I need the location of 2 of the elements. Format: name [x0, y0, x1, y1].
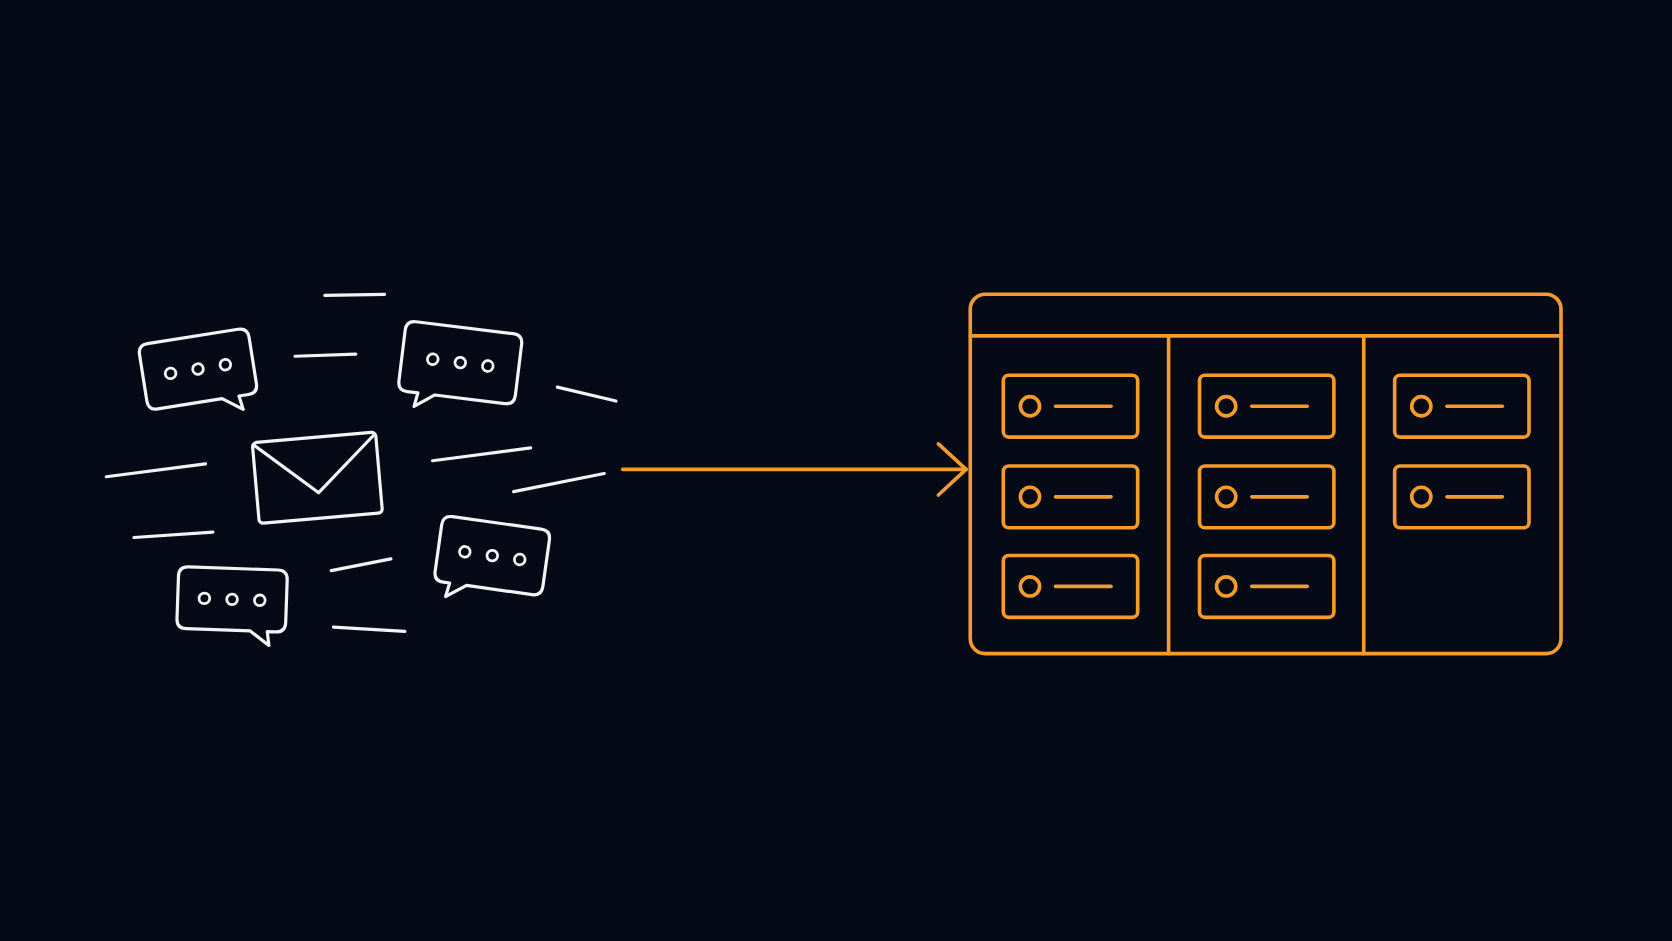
task-board-illustration	[966, 290, 1566, 657]
arrow	[620, 442, 968, 497]
